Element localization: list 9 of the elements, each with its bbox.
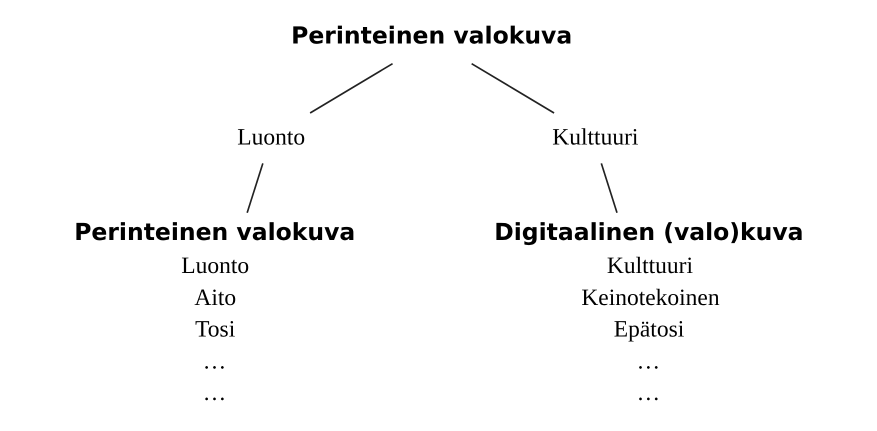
node-text: Perinteinen valokuva bbox=[290, 22, 572, 50]
node-text: Kulttuuri bbox=[552, 124, 638, 150]
node-text: Perinteinen valokuva Luonto Aito Tosi … … bbox=[74, 218, 355, 406]
connector bbox=[246, 163, 264, 213]
connector bbox=[470, 62, 554, 114]
connector bbox=[309, 62, 392, 114]
node-text: Luonto bbox=[236, 124, 305, 150]
connector bbox=[600, 163, 618, 213]
node-text: Digitaalinen (valo)kuva Kulttuuri Keinotekoinen Epätosi … … bbox=[494, 218, 804, 406]
